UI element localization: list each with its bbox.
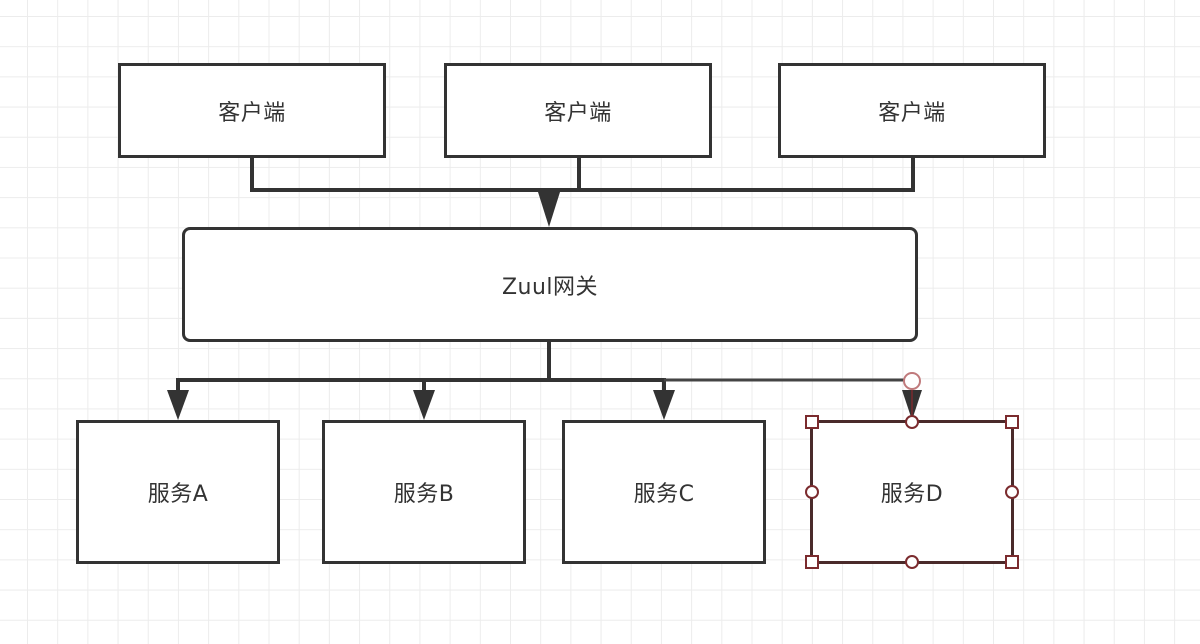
client-box-1[interactable]: 客户端 <box>118 63 386 158</box>
service-label: 服务B <box>393 482 455 507</box>
connector-gateway-to-service-a[interactable] <box>176 378 549 392</box>
connector-client-3-to-gateway[interactable] <box>549 156 915 192</box>
service-box-a[interactable]: 服务A <box>76 420 280 564</box>
resize-handle-bottom-left[interactable] <box>805 555 819 569</box>
resize-handle-top[interactable] <box>905 415 919 429</box>
resize-handle-top-left[interactable] <box>805 415 819 429</box>
service-box-c[interactable]: 服务C <box>562 420 766 564</box>
arrowhead-service-b <box>413 390 435 420</box>
resize-handle-bottom-right[interactable] <box>1005 555 1019 569</box>
service-label: 服务D <box>880 482 944 507</box>
resize-handle-right[interactable] <box>1005 485 1019 499</box>
client-label: 客户端 <box>544 100 612 126</box>
service-box-d[interactable]: 服务D <box>810 420 1014 564</box>
arrowhead-service-c <box>653 390 675 420</box>
service-label: 服务C <box>633 482 695 507</box>
connector-client-2-to-gateway[interactable] <box>549 156 581 192</box>
client-label: 客户端 <box>878 100 946 126</box>
connector-gateway-to-service-c[interactable] <box>549 378 666 392</box>
service-box-b[interactable]: 服务B <box>322 420 526 564</box>
client-box-2[interactable]: 客户端 <box>444 63 712 158</box>
resize-handle-left[interactable] <box>805 485 819 499</box>
zuul-gateway-box[interactable]: Zuul网关 <box>182 227 918 342</box>
connector-gateway-to-service-b[interactable] <box>422 378 549 392</box>
resize-handle-bottom[interactable] <box>905 555 919 569</box>
resize-handle-top-right[interactable] <box>1005 415 1019 429</box>
connector-client-1-to-gateway[interactable] <box>250 156 549 192</box>
arrowhead-service-a <box>167 390 189 420</box>
client-box-3[interactable]: 客户端 <box>778 63 1046 158</box>
arrowhead-gateway <box>538 192 560 227</box>
client-label: 客户端 <box>218 100 286 126</box>
service-label: 服务A <box>147 482 209 507</box>
connector-endpoint-handle[interactable] <box>903 372 921 390</box>
gateway-label: Zuul网关 <box>501 274 599 300</box>
